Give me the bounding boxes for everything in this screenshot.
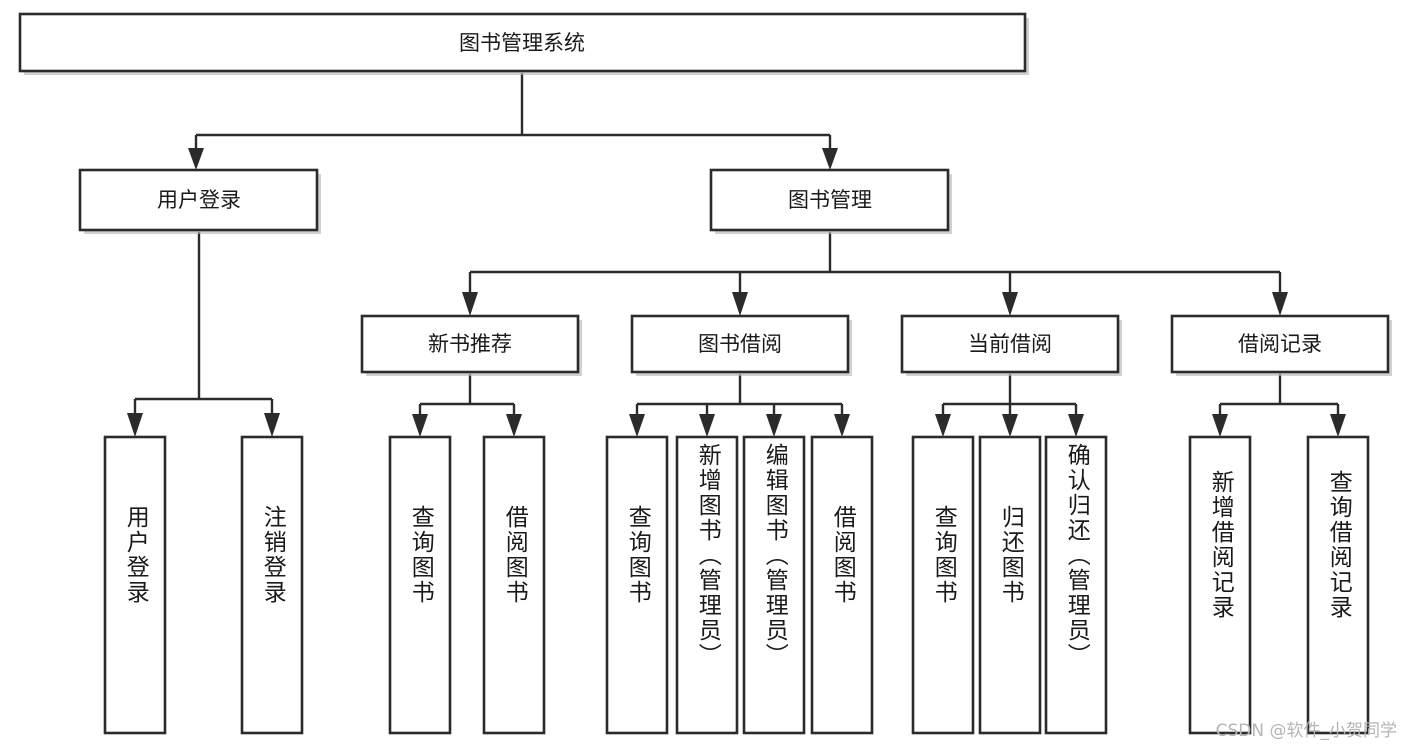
arrow-head-leaf-return-book — [1002, 414, 1018, 437]
leaf-box-query-record[interactable] — [1306, 435, 1370, 735]
node-book-borrow-box[interactable] — [630, 314, 850, 374]
arrow-head-leaf-borrow-book-1 — [506, 414, 522, 437]
node-root[interactable]: 图书管理系统 — [18, 12, 1029, 75]
leaf-box-query-book-1[interactable] — [388, 435, 452, 735]
node-root-label: 图书管理系统 — [459, 31, 585, 55]
arrow-head-leaf-confirm-return — [1068, 414, 1084, 437]
node-user-login[interactable]: 用户登录 — [78, 168, 321, 234]
arrow-head-borrow-record — [1272, 292, 1288, 316]
node-new-book-recommend-box[interactable] — [360, 314, 580, 374]
leaf-box-borrow-book-1[interactable] — [482, 435, 546, 735]
node-new-book-recommend-label: 新书推荐 — [428, 332, 512, 356]
arrow-head-leaf-query-book-1 — [412, 414, 428, 437]
arrow-head-user-login — [188, 148, 204, 170]
arrow-head-leaf-add-book — [699, 414, 715, 437]
leaf-box-return-book[interactable] — [978, 435, 1042, 735]
node-book-management-box[interactable] — [709, 168, 950, 232]
leaf-box-layer — [103, 435, 1370, 735]
node-borrow-record-box[interactable] — [1170, 314, 1390, 374]
leaf-box-user-login[interactable] — [103, 435, 167, 735]
leaf-box-query-book-3[interactable] — [911, 435, 975, 735]
node-book-management[interactable]: 图书管理 — [709, 168, 952, 234]
csdn-watermark: CSDN @软件_小贺同学 — [1215, 721, 1397, 741]
leaf-box-add-record[interactable] — [1188, 435, 1252, 735]
node-book-management-label: 图书管理 — [788, 188, 872, 212]
node-borrow-record-label: 借阅记录 — [1238, 332, 1322, 356]
node-user-login-label: 用户登录 — [157, 188, 241, 212]
arrow-head-leaf-borrow-book-2 — [834, 414, 850, 437]
arrow-head-leaf-query-book-2 — [629, 414, 645, 437]
node-borrow-record[interactable]: 借阅记录 — [1170, 314, 1392, 376]
arrow-head-current-borrow — [1002, 292, 1018, 316]
leaf-box-borrow-book-2[interactable] — [810, 435, 874, 735]
arrow-head-leaf-edit-book — [766, 414, 782, 437]
connector-layer — [127, 73, 1346, 437]
arrow-head-book-management — [822, 148, 838, 170]
leaf-box-confirm-return[interactable] — [1044, 435, 1108, 735]
arrow-head-leaf-logout — [264, 413, 280, 437]
node-root-box[interactable] — [18, 12, 1027, 73]
node-user-login-box[interactable] — [78, 168, 319, 232]
leaf-box-edit-book[interactable] — [742, 435, 806, 735]
arrow-head-leaf-add-record — [1212, 414, 1228, 437]
arrow-head-leaf-query-record — [1330, 414, 1346, 437]
node-book-borrow[interactable]: 图书借阅 — [630, 314, 852, 376]
arrow-head-leaf-user-login — [127, 413, 143, 437]
leaf-box-query-book-2[interactable] — [605, 435, 669, 735]
leaf-box-add-book[interactable] — [675, 435, 739, 735]
leaf-box-logout[interactable] — [240, 435, 304, 735]
node-current-borrow-label: 当前借阅 — [968, 332, 1052, 356]
arrow-head-leaf-query-book-3 — [935, 414, 951, 437]
arrow-head-new-book-recommend — [462, 292, 478, 316]
node-new-book-recommend[interactable]: 新书推荐 — [360, 314, 582, 376]
node-book-borrow-label: 图书借阅 — [698, 332, 782, 356]
arrow-head-book-borrow — [732, 292, 748, 316]
node-current-borrow[interactable]: 当前借阅 — [900, 314, 1122, 376]
node-current-borrow-box[interactable] — [900, 314, 1120, 374]
